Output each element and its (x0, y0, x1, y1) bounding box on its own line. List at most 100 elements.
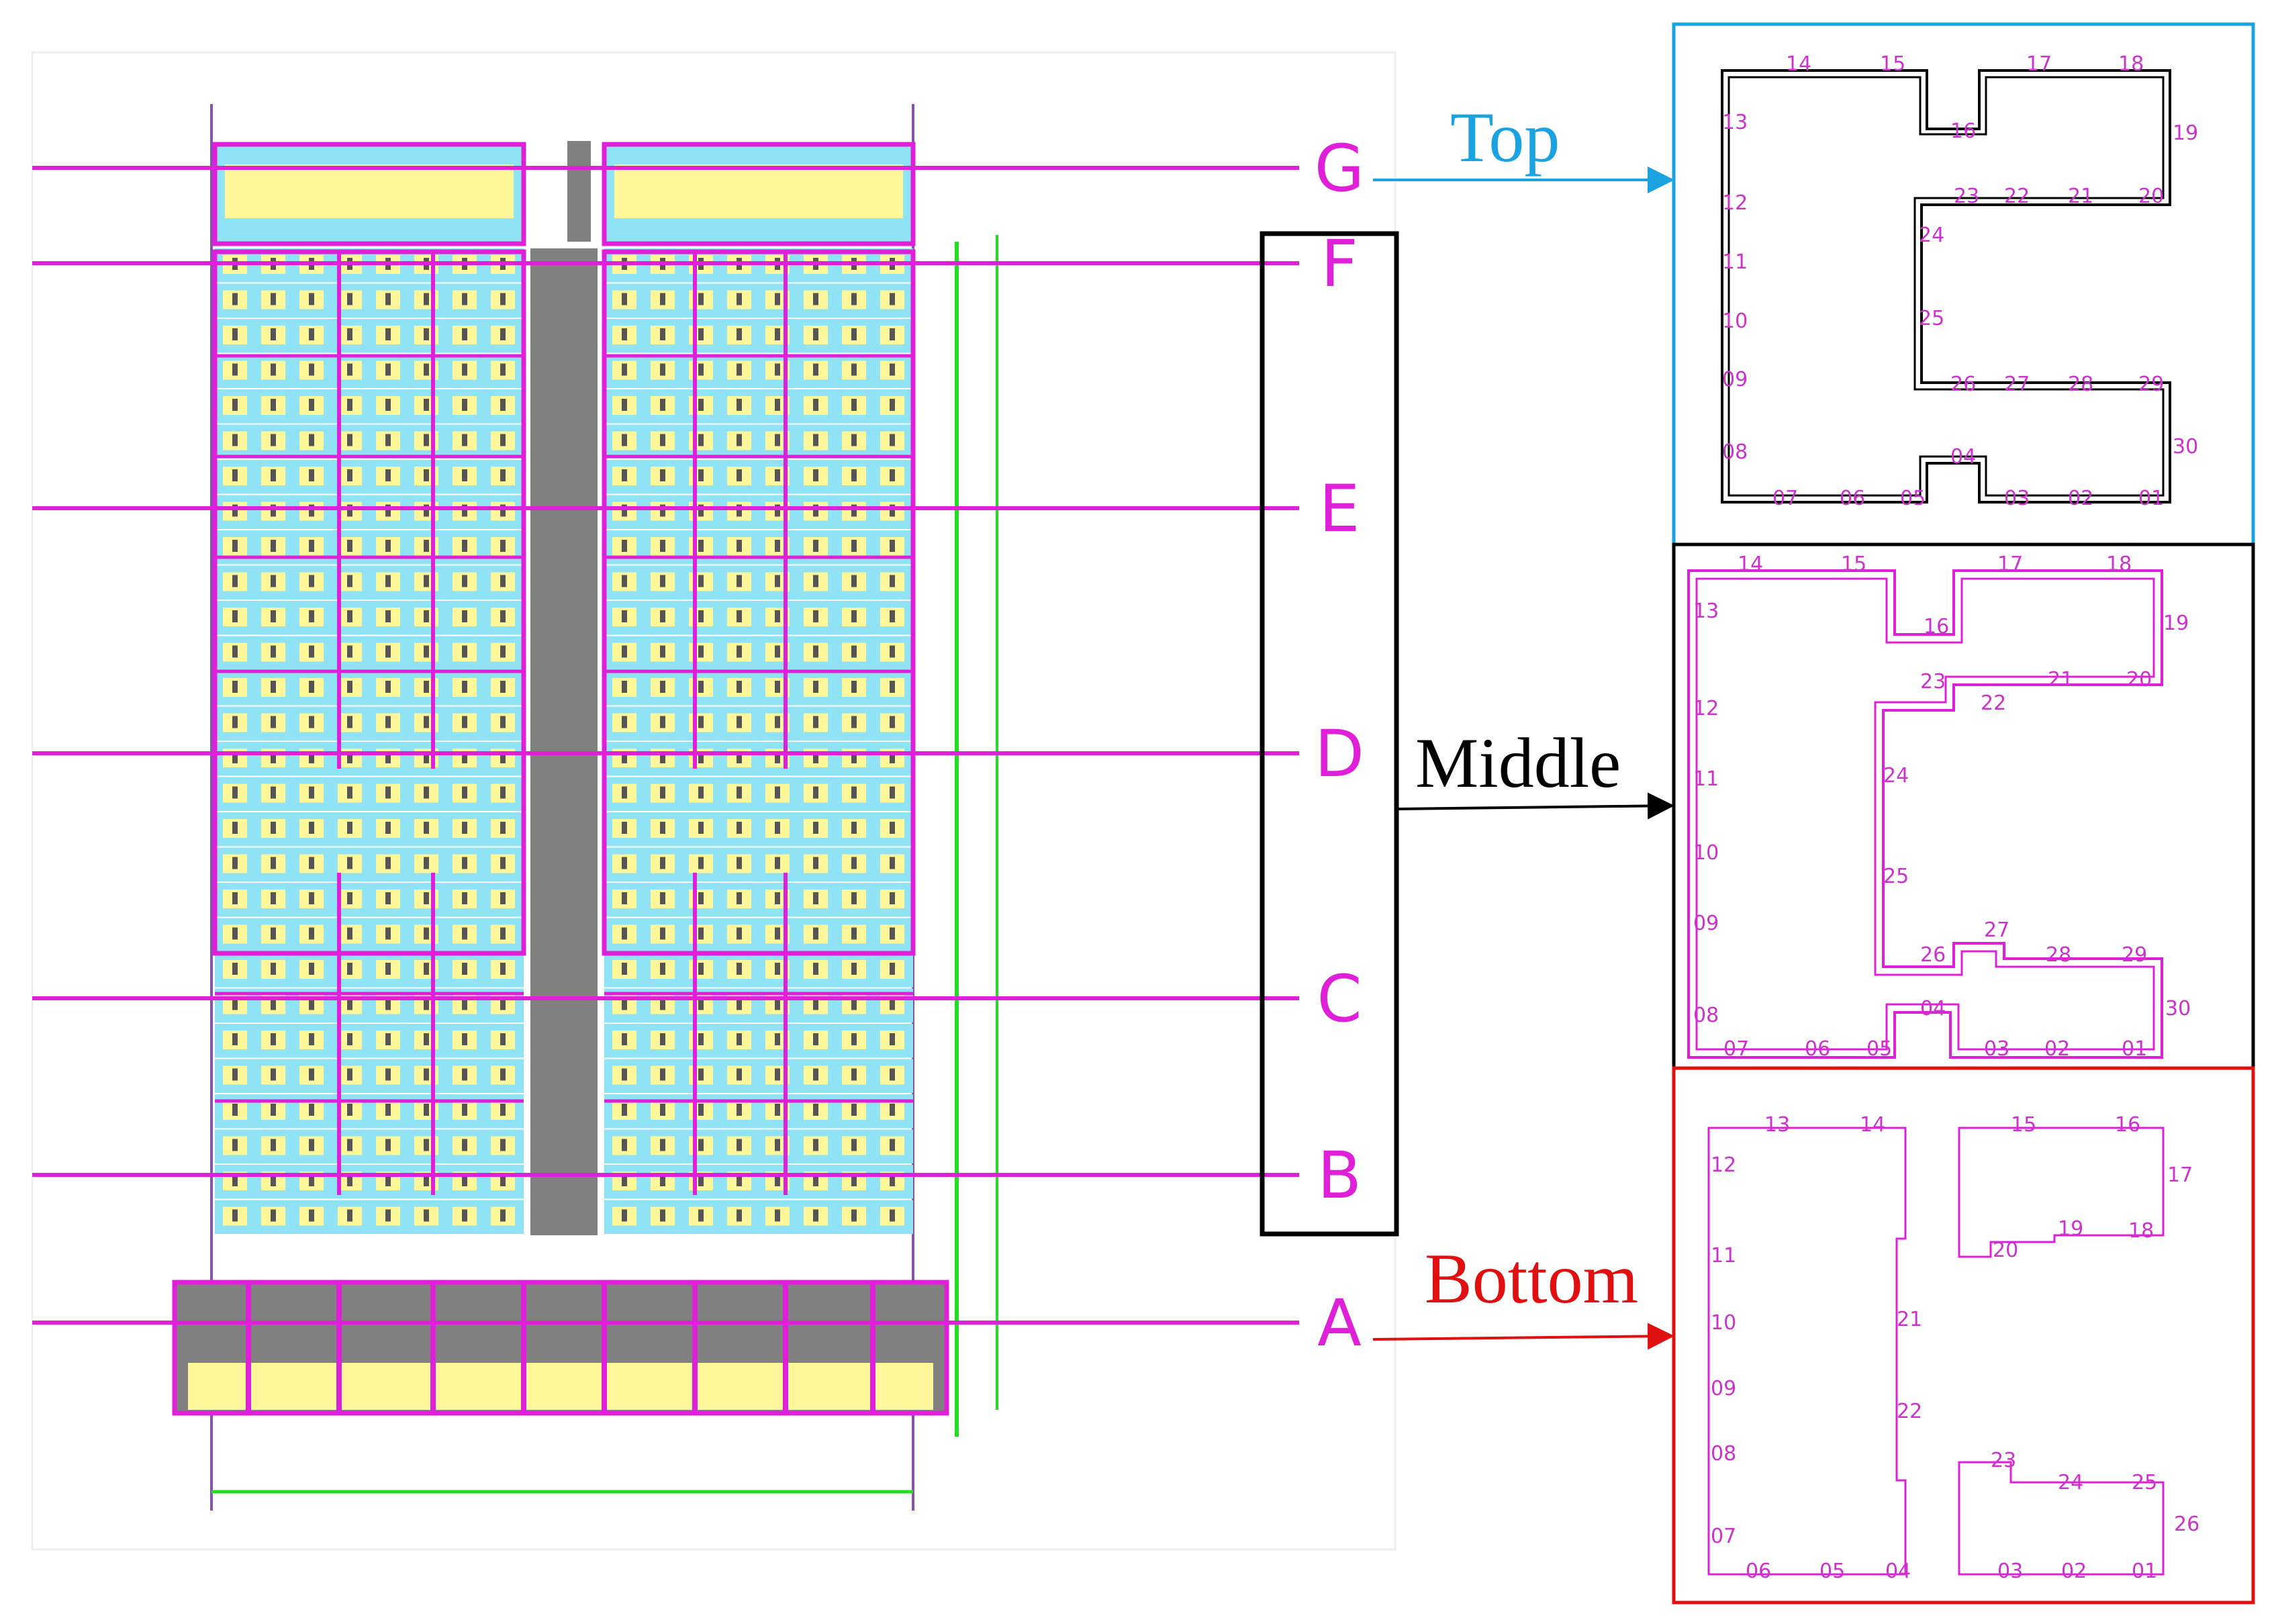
point-label: 01 (2138, 487, 2164, 510)
window-mullion (622, 363, 627, 376)
window-mullion (737, 1209, 742, 1222)
bottom-label: Bottom (1425, 1239, 1638, 1318)
window-mullion (309, 822, 314, 834)
window-mullion (462, 751, 467, 763)
window-mullion (813, 998, 818, 1010)
window-mullion (660, 927, 665, 940)
window-mullion (271, 1174, 276, 1186)
window-mullion (851, 434, 857, 446)
window-mullion (698, 1033, 704, 1045)
window-mullion (347, 822, 352, 834)
window-mullion (775, 927, 780, 940)
window-mullion (775, 504, 780, 517)
window-mullion (622, 822, 627, 834)
point-label: 14 (1860, 1113, 1885, 1137)
window-mullion (622, 1174, 627, 1186)
window-mullion (500, 786, 506, 799)
window-mullion (347, 892, 352, 904)
window-mullion (622, 1209, 627, 1222)
window-mullion (347, 1104, 352, 1116)
window-mullion (775, 1209, 780, 1222)
window-mullion (813, 469, 818, 481)
window-mullion (271, 469, 276, 481)
window-mullion (622, 328, 627, 340)
point-label: 17 (1997, 553, 2023, 576)
point-label: 23 (1954, 185, 1979, 208)
window-mullion (851, 786, 857, 799)
window-mullion (851, 469, 857, 481)
window-mullion (385, 892, 391, 904)
window-mullion (813, 363, 818, 376)
window-mullion (698, 716, 704, 728)
podium-frame (172, 1280, 949, 1416)
window-mullion (385, 963, 391, 975)
window-mullion (500, 857, 506, 869)
point-label: 07 (1723, 1037, 1749, 1061)
window-mullion (232, 504, 238, 517)
window-mullion (232, 786, 238, 799)
window-mullion (424, 1104, 429, 1116)
point-label: 25 (1919, 307, 1944, 330)
window-mullion (347, 1033, 352, 1045)
window-mullion (851, 504, 857, 517)
window-mullion (698, 610, 704, 622)
window-mullion (813, 1068, 818, 1081)
point-label: 12 (1693, 697, 1719, 720)
section-letter-g: G (1315, 131, 1364, 206)
window-mullion (232, 1068, 238, 1081)
point-label: 05 (1900, 487, 1926, 510)
point-label: 26 (2174, 1513, 2199, 1536)
window-mullion (385, 786, 391, 799)
window-mullion (890, 1139, 895, 1151)
window-mullion (424, 751, 429, 763)
window-mullion (737, 540, 742, 552)
window-mullion (737, 927, 742, 940)
window-mullion (232, 927, 238, 940)
window-mullion (698, 963, 704, 975)
window-mullion (851, 293, 857, 305)
window-mullion (309, 293, 314, 305)
window-mullion (462, 575, 467, 587)
window-mullion (232, 328, 238, 340)
window-mullion (500, 1174, 506, 1186)
point-label: 18 (2128, 1219, 2154, 1243)
window-mullion (424, 822, 429, 834)
window-mullion (660, 399, 665, 411)
window-mullion (500, 1104, 506, 1116)
point-label: 25 (1883, 865, 1909, 888)
window-mullion (890, 434, 895, 446)
window-mullion (813, 399, 818, 411)
window-mullion (309, 963, 314, 975)
window-mullion (775, 1139, 780, 1151)
window-mullion (698, 1139, 704, 1151)
point-label: 18 (2118, 52, 2144, 76)
window-mullion (500, 892, 506, 904)
point-label: 16 (1950, 120, 1976, 143)
window-mullion (347, 1174, 352, 1186)
point-label: 10 (1711, 1311, 1736, 1335)
window-mullion (500, 822, 506, 834)
section-bracket (1260, 231, 1399, 1237)
window-mullion (309, 751, 314, 763)
window-mullion (232, 434, 238, 446)
window-mullion (309, 434, 314, 446)
window-mullion (232, 681, 238, 693)
point-label: 26 (1920, 943, 1946, 967)
window-mullion (890, 1104, 895, 1116)
window-mullion (775, 963, 780, 975)
point-label: 22 (2004, 185, 2030, 208)
window-mullion (271, 892, 276, 904)
window-mullion (462, 892, 467, 904)
window-mullion (462, 927, 467, 940)
window-mullion (271, 575, 276, 587)
point-label: 20 (1993, 1239, 2018, 1262)
window-mullion (890, 963, 895, 975)
point-label: 23 (1920, 670, 1946, 694)
window-mullion (232, 645, 238, 658)
middle-plan-outline (1687, 569, 2163, 1059)
section-letter-e: E (1319, 471, 1360, 546)
window-mullion (813, 751, 818, 763)
window-mullion (271, 716, 276, 728)
window-mullion (424, 681, 429, 693)
